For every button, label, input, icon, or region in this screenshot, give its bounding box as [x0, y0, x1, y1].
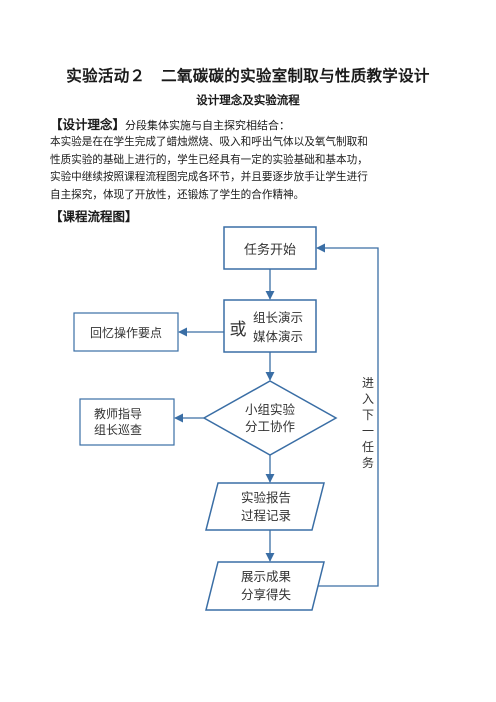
- teacher-box: [79, 398, 175, 446]
- group-experiment-diamond: [202, 380, 338, 456]
- recall-label: 回忆操作要点: [90, 325, 162, 340]
- show-parallelogram: [205, 561, 325, 611]
- report-label-line: 过程记录: [241, 508, 291, 523]
- design-concept-paragraph: 本实验是在在学生完成了蜡烛燃烧、吸入和呼出气体以及氧气制取和 性质实验的基础上进…: [50, 134, 450, 204]
- show-label-line: 分享得失: [241, 587, 292, 602]
- loop-label-char: 下: [362, 408, 374, 422]
- paragraph-line: 自主探究，体现了开放性，还锻炼了学生的合作精神。: [50, 188, 305, 201]
- paragraph-line: 实验中继续按照课程流程图完成各环节，并且要逐步放手让学生进行: [50, 171, 368, 184]
- page-subtitle: 设计理念及实验流程: [196, 93, 300, 107]
- demo-label-line: 组长演示: [253, 310, 303, 325]
- report-parallelogram: [205, 482, 325, 531]
- demo-or-label: 或: [230, 320, 247, 340]
- design-concept-heading: 【设计理念】: [50, 117, 126, 132]
- teacher-label-line: 组长巡查: [94, 423, 142, 437]
- report-label-line: 实验报告: [241, 490, 291, 505]
- loop-back-arrow: [316, 243, 379, 587]
- page-title: 实验活动２ 二氧碳碳的实验室制取与性质教学设计: [66, 67, 430, 85]
- teacher-label-line: 教师指导: [94, 406, 142, 421]
- loop-label-char: 务: [362, 455, 374, 470]
- demo-label-line: 媒体演示: [253, 329, 303, 344]
- flow-heading: 【课程流程图】: [50, 209, 138, 224]
- show-label-line: 展示成果: [241, 569, 292, 584]
- paragraph-line: 性质实验的基础上进行的，学生已经具有一定的实验基础和基本功，: [50, 153, 368, 166]
- loop-label-char: 一: [362, 424, 374, 438]
- group-label-line: 小组实验: [245, 402, 296, 417]
- paragraph-line: 本实验是在在学生完成了蜡烛燃烧、吸入和呼出气体以及氧气制取和: [50, 136, 368, 148]
- start-label: 任务开始: [244, 242, 296, 258]
- recall-box: [73, 312, 179, 352]
- design-concept-heading-row: 【设计理念】分段集体实施与自主探究相结合：: [50, 114, 290, 133]
- start-box: [223, 226, 317, 270]
- demo-box: [223, 299, 317, 353]
- flow-heading-row: 【课程流程图】: [50, 206, 138, 225]
- group-label-line: 分工协作: [245, 419, 296, 434]
- design-concept-lead: 分段集体实施与自主探究相结合：: [125, 119, 291, 132]
- loop-label-char: 入: [362, 392, 374, 406]
- loop-label-char: 进: [362, 376, 374, 390]
- loop-label-char: 任: [362, 440, 374, 454]
